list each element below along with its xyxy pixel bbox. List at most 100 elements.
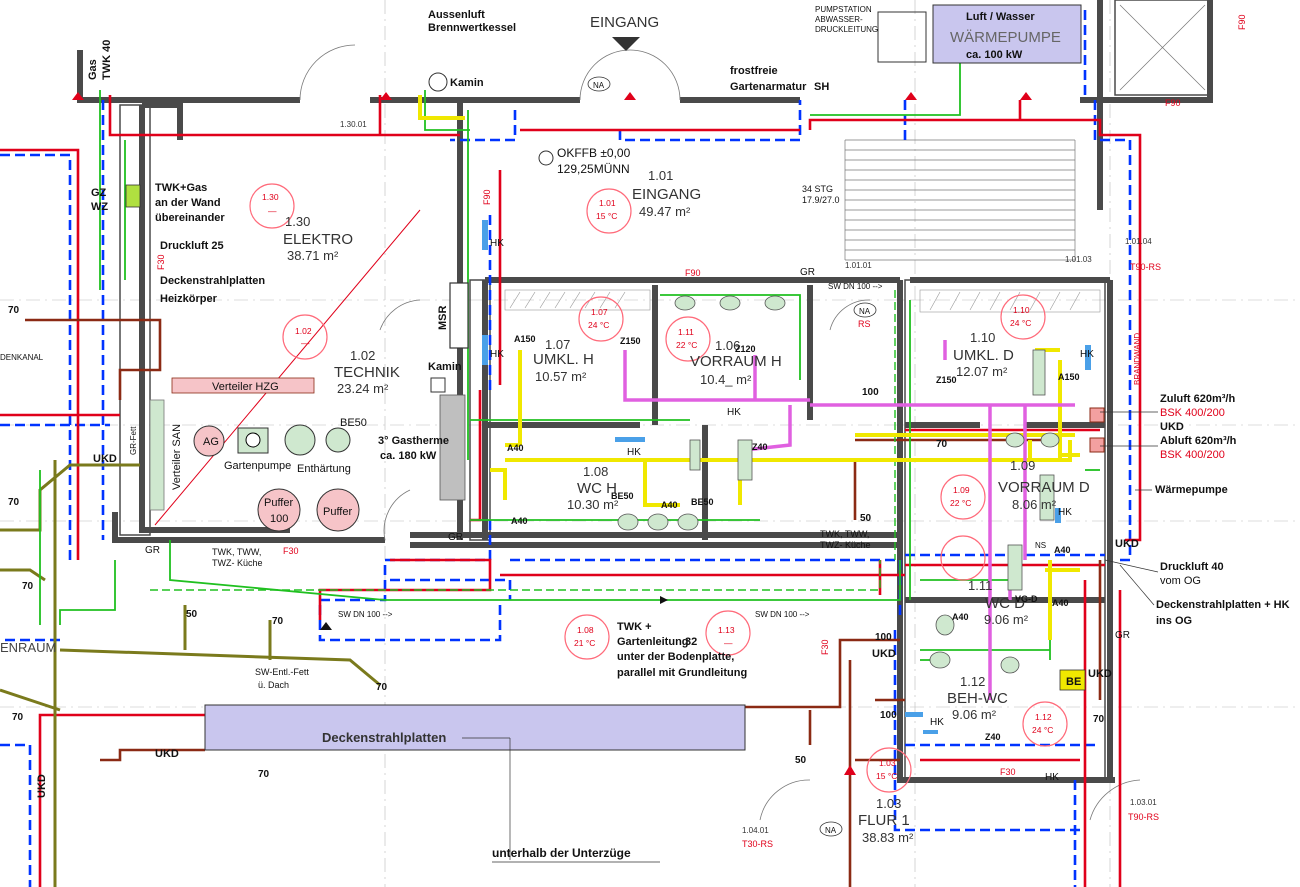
hk-markers bbox=[482, 220, 1091, 734]
svg-text:RS: RS bbox=[858, 319, 871, 329]
room-1-02-num: 1.02 bbox=[350, 348, 375, 363]
heizkoerper-label: Heizkörper bbox=[160, 293, 218, 305]
svg-text:HK: HK bbox=[1058, 507, 1072, 518]
number-labels: 70 70 70 70 70 70 70 70 50 50 50 100 100… bbox=[8, 305, 1105, 780]
svg-text:UKD: UKD bbox=[93, 453, 117, 465]
bsk-dampers bbox=[1089, 407, 1105, 453]
svg-text:A40: A40 bbox=[1054, 545, 1071, 555]
svg-text:A150: A150 bbox=[514, 334, 536, 344]
ukd-label-right: UKD bbox=[1160, 421, 1184, 433]
svg-text:F30: F30 bbox=[283, 546, 299, 556]
svg-text:70: 70 bbox=[272, 616, 284, 627]
enraum-label: ENRAUM bbox=[0, 640, 56, 655]
room-1-11-name: WC D bbox=[985, 595, 1025, 612]
eingang-arrow-icon bbox=[612, 37, 640, 51]
svg-text:70: 70 bbox=[936, 439, 948, 450]
svg-text:F30: F30 bbox=[1000, 767, 1016, 777]
twk40-label: TWK 40 bbox=[101, 40, 113, 80]
svg-text:T30-RS: T30-RS bbox=[742, 839, 773, 849]
svg-text:HK: HK bbox=[727, 407, 741, 418]
enthaertung-label: Enthärtung bbox=[297, 463, 351, 475]
svg-text:22 °C: 22 °C bbox=[950, 498, 971, 508]
twk-twz-label: TWK, TWW, bbox=[212, 547, 261, 557]
room-1-10-num: 1.10 bbox=[970, 330, 995, 345]
room-1-30-name: ELEKTRO bbox=[283, 231, 353, 248]
okffb-label-1: OKFFB ±0,00 bbox=[557, 146, 631, 160]
waermepumpe-title-1: Luft / Wasser bbox=[966, 11, 1035, 23]
twz-kueche-label-2: TWZ- Küche bbox=[820, 540, 871, 550]
hk-labels: HK HK HK HK HK HK HK HK bbox=[490, 238, 1094, 783]
svg-text:50: 50 bbox=[186, 609, 198, 620]
msr-panel bbox=[449, 282, 469, 349]
svg-text:F90: F90 bbox=[685, 268, 701, 278]
room-1-12-name: BEH-WC bbox=[947, 690, 1008, 707]
frostfreie-label: frostfreie bbox=[730, 65, 778, 77]
verteiler-san-label: Verteiler SAN bbox=[171, 424, 183, 490]
svg-text:1.07: 1.07 bbox=[591, 307, 608, 317]
gartenpumpe-label: Gartenpumpe bbox=[224, 460, 291, 472]
waermepumpe-title-3: ca. 100 kW bbox=[966, 49, 1023, 61]
svg-text:UKD: UKD bbox=[155, 748, 179, 760]
svg-text:70: 70 bbox=[8, 497, 20, 508]
stg-label-1: 34 STG bbox=[802, 184, 833, 194]
temp-circles bbox=[249, 183, 1068, 793]
svg-text:F90: F90 bbox=[482, 189, 492, 205]
svg-text:70: 70 bbox=[8, 305, 20, 316]
unterhalb-label: unterhalb der Unterzüge bbox=[492, 846, 631, 860]
sw-entl-label-2: ü. Dach bbox=[258, 680, 289, 690]
fitting-labels: A150 Z150 Z120 Z150 A150 A40 A40 A40 Z40… bbox=[507, 334, 1080, 742]
room-1-11-area: 9.06 m² bbox=[984, 612, 1029, 627]
svg-text:70: 70 bbox=[258, 769, 270, 780]
svg-text:70: 70 bbox=[376, 682, 388, 693]
gr-labels: GR GR GR GR bbox=[145, 267, 1130, 641]
eingang-header: EINGANG bbox=[590, 14, 659, 31]
svg-text:HK: HK bbox=[490, 238, 504, 249]
be-unit bbox=[1059, 669, 1086, 691]
stg-label-2: 17.9/27.0 bbox=[802, 195, 840, 205]
svg-text:Z40: Z40 bbox=[752, 442, 768, 452]
svg-text:1.03.01: 1.03.01 bbox=[1130, 798, 1157, 807]
na-label-1: NA bbox=[593, 81, 605, 90]
svg-text:GR: GR bbox=[448, 532, 463, 543]
svg-text:Z120: Z120 bbox=[735, 344, 756, 354]
svg-text:GR: GR bbox=[1115, 630, 1130, 641]
svg-text:1.04.01: 1.04.01 bbox=[742, 826, 769, 835]
ukd-labels: UKD UKD UKD UKD UKD UKD bbox=[36, 453, 1139, 798]
svg-text:UKD: UKD bbox=[1088, 668, 1112, 680]
room-1-07-num: 1.07 bbox=[545, 337, 570, 352]
room-1-06-num: 1.06 bbox=[715, 338, 740, 353]
okffb-label-2: 129,25MÜNN bbox=[557, 162, 630, 176]
room-1-12-area: 9.06 m² bbox=[952, 707, 997, 722]
gz-wz-meter bbox=[125, 184, 141, 208]
druckluft25-label: Druckluft 25 bbox=[160, 240, 224, 252]
room-1-07-area: 10.57 m² bbox=[535, 369, 587, 384]
svg-text:1.08: 1.08 bbox=[577, 625, 594, 635]
gas-label: Gas bbox=[87, 59, 99, 80]
svg-text:100: 100 bbox=[875, 632, 892, 643]
twk-gas-label-3: übereinander bbox=[155, 212, 225, 224]
gartenarmatur-label: Gartenarmatur bbox=[730, 81, 807, 93]
puffer100-label: 100 bbox=[270, 513, 288, 525]
abluft-label: Abluft 620m³/h bbox=[1160, 435, 1237, 447]
room-1-02-area: 23.24 m² bbox=[337, 381, 389, 396]
room-1-01-area: 49.47 m² bbox=[639, 204, 691, 219]
flow-arrows bbox=[72, 92, 1032, 775]
num32-label: 32 bbox=[685, 636, 697, 648]
verteiler-hzg-label: Verteiler HZG bbox=[212, 381, 279, 393]
wz-label: WZ bbox=[91, 201, 108, 213]
svg-text:T90-RS: T90-RS bbox=[1128, 812, 1159, 822]
svg-text:1.02: 1.02 bbox=[295, 326, 312, 336]
room-1-10-name: UMKL. D bbox=[953, 347, 1014, 364]
kamin2-label: Kamin bbox=[428, 361, 462, 373]
be50-label: BE50 bbox=[340, 417, 367, 429]
svg-text:VG-D: VG-D bbox=[1015, 594, 1038, 604]
room-1-09-name: VORRAUM D bbox=[998, 479, 1090, 496]
kamin-icon bbox=[428, 72, 448, 92]
svg-text:BE50: BE50 bbox=[691, 497, 714, 507]
gastherme-label-1: 3° Gastherme bbox=[378, 435, 449, 447]
door-numbers: 1.30.01 1.01.01 1.01.03 1.01.04 1.04.01 … bbox=[340, 120, 1157, 835]
svg-text:100: 100 bbox=[880, 710, 897, 721]
twk-twz-label-2: TWK, TWW, bbox=[820, 529, 869, 539]
svg-text:22 °C: 22 °C bbox=[676, 340, 697, 350]
